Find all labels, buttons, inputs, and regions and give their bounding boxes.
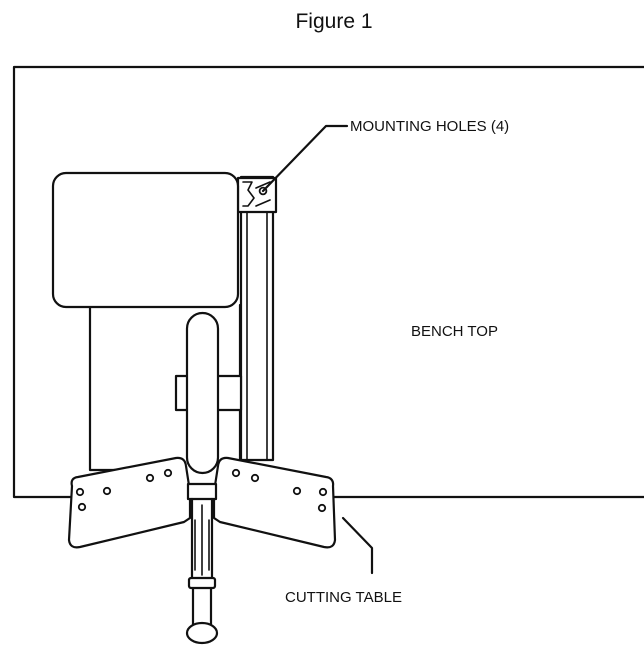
shaft-collar: [187, 576, 217, 590]
bench-top-label: BENCH TOP: [411, 323, 498, 340]
table-hole-icon: [231, 468, 241, 478]
cutting-table-leader: [341, 516, 374, 575]
motor-housing: [51, 171, 240, 309]
table-hole-icon: [77, 502, 87, 512]
table-hole-icon: [318, 487, 328, 497]
table-hole-icon: [102, 486, 112, 496]
blade-slot: [190, 497, 214, 582]
cutting-table-label: CUTTING TABLE: [285, 589, 402, 606]
table-hole-icon: [317, 503, 327, 513]
mounting-holes-leader: [261, 124, 349, 193]
figure-title: Figure 1: [295, 10, 372, 33]
table-hole-icon: [163, 468, 173, 478]
saw-column: [239, 175, 275, 462]
table-hole-icon: [145, 473, 155, 483]
lower-knob: [185, 621, 219, 645]
table-hole-icon: [75, 487, 85, 497]
cutting-table-left-wing: [67, 456, 192, 549]
blade-guard: [186, 482, 218, 501]
mounting-bracket-detail: [242, 181, 271, 207]
table-hole-icon: [250, 473, 260, 483]
cutting-table-right-wing: [212, 456, 337, 549]
blade-slot-detail: [194, 519, 210, 571]
mounting-holes-label: MOUNTING HOLES (4): [350, 118, 509, 135]
table-hole-icon: [292, 486, 302, 496]
saw-handle: [185, 311, 220, 475]
